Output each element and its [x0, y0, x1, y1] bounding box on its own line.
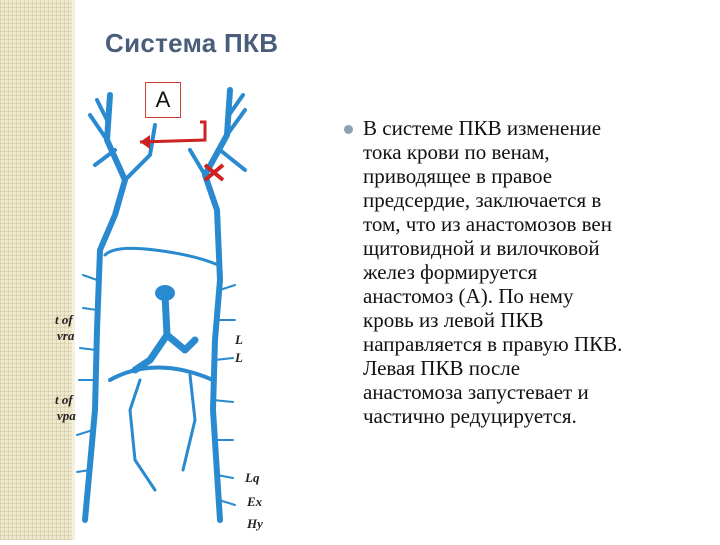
bullet-point — [344, 125, 353, 134]
flow-arrow-head — [140, 135, 150, 149]
vein-diagram-svg — [76, 87, 247, 523]
lower-anastomosis — [108, 365, 215, 382]
slide-body-text: В системе ПКВ изменение тока крови по ве… — [363, 116, 623, 428]
right-label-1: L — [235, 332, 243, 347]
heart-knot — [155, 285, 175, 301]
right-inner-branch — [188, 148, 207, 177]
left-label-3: t of — [55, 392, 73, 407]
decorative-strip-edge — [72, 0, 75, 540]
right-upper-branch — [218, 93, 247, 172]
slide-title: Система ПКВ — [105, 28, 279, 58]
right-label-4: Ex — [247, 494, 263, 509]
left-label-4: vpa — [57, 408, 76, 423]
right-label-3: Lq — [245, 470, 260, 485]
lower-cross-vein — [128, 373, 197, 492]
flow-arrow — [139, 120, 207, 144]
left-label-1: t of — [55, 312, 73, 327]
left-inner-branch — [123, 123, 157, 182]
right-label-5: Hy — [247, 516, 263, 531]
occlusion-mark — [203, 163, 225, 182]
left-cardinal-vein — [82, 92, 128, 523]
vein-diagram: А t of vra t of vpa L L Lq Ex Hy — [55, 80, 315, 540]
left-label-2: vra — [57, 328, 75, 343]
right-cardinal-vein — [202, 87, 233, 523]
left-upper-branch — [88, 98, 117, 167]
decorative-strip — [0, 0, 72, 540]
right-label-2: L — [235, 350, 243, 365]
anastomosis-label: А — [145, 82, 181, 118]
transverse-anastomosis — [103, 246, 220, 267]
central-vein — [131, 291, 199, 374]
side-branches — [76, 274, 236, 506]
